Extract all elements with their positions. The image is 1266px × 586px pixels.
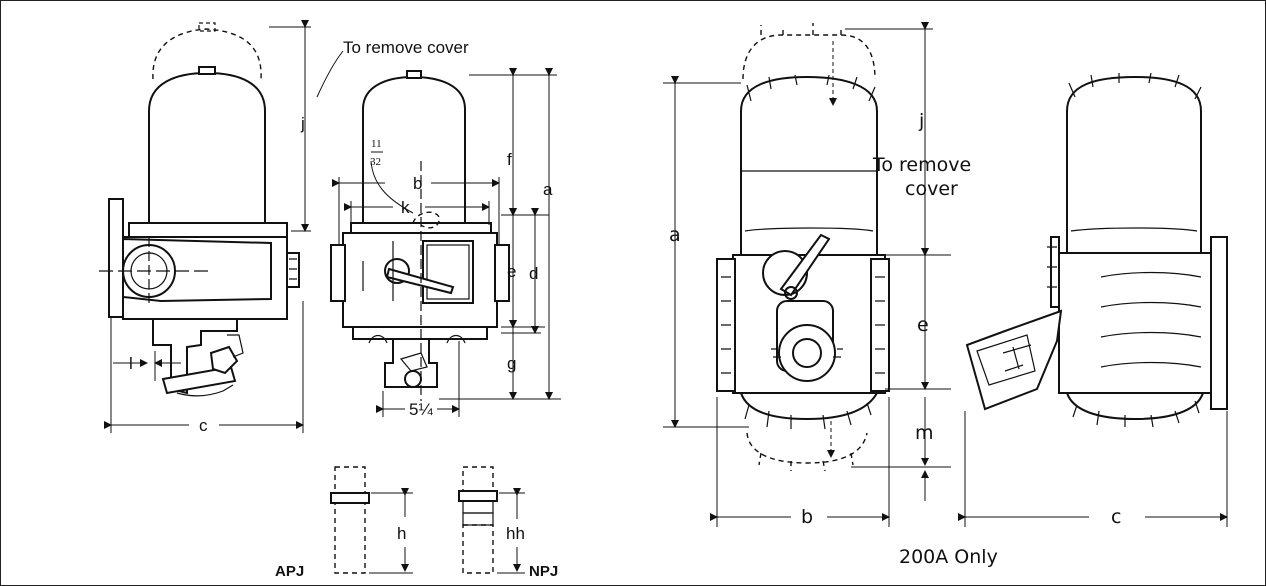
front-view bbox=[330, 68, 561, 417]
dim-width-front: 5¼ bbox=[409, 400, 433, 419]
mounting-flange bbox=[108, 198, 124, 318]
dim-m: m bbox=[915, 422, 934, 444]
side-view-200a bbox=[965, 72, 1228, 428]
dim-g: g bbox=[507, 354, 516, 373]
cover-removed-ghost-200a bbox=[742, 34, 876, 80]
plug-apj bbox=[330, 466, 413, 574]
cover-note-200a-line1: To remove bbox=[872, 154, 971, 176]
dim-b-200a: b bbox=[801, 506, 813, 528]
dim-l: l bbox=[129, 354, 133, 373]
dim-a-front: a bbox=[543, 180, 553, 199]
dim-j-200a: j bbox=[918, 110, 924, 132]
cover-dome-front bbox=[362, 75, 466, 224]
cover-removed-ghost bbox=[152, 28, 262, 80]
plug-apj-label: APJ bbox=[275, 563, 304, 580]
nozzle-socket-200a bbox=[778, 324, 836, 382]
mounting-flange-200a bbox=[1210, 236, 1228, 410]
side-view-left bbox=[99, 20, 344, 433]
dim-j-left: j bbox=[300, 114, 305, 133]
dim-c-left: c bbox=[199, 416, 208, 435]
dim-c-200a: c bbox=[1111, 506, 1121, 528]
front-view-200a bbox=[716, 23, 890, 472]
valve-handle bbox=[385, 267, 455, 295]
k-arc bbox=[412, 211, 440, 229]
nozzle-hanger bbox=[152, 318, 238, 395]
dim-d: d bbox=[529, 264, 538, 283]
cover-dome bbox=[148, 71, 266, 224]
valve-lever-200a bbox=[779, 233, 831, 297]
dim-a-200a: a bbox=[669, 224, 681, 246]
bottom-ghost-200a bbox=[746, 432, 868, 464]
fraction-numerator: 11 bbox=[371, 138, 382, 150]
dim-h: h bbox=[397, 524, 406, 543]
cover-note-200a-line2: cover bbox=[905, 178, 958, 200]
fraction-denominator: 32 bbox=[370, 156, 381, 168]
nozzle-side-200a bbox=[965, 309, 1063, 411]
dim-k: k bbox=[401, 198, 410, 217]
dim-e-front: e bbox=[507, 262, 516, 281]
plug-npj bbox=[458, 466, 525, 574]
nozzle-front bbox=[384, 338, 438, 388]
dim-b-front: b bbox=[413, 174, 422, 193]
cover-dome-side-200a bbox=[1066, 75, 1202, 254]
valve-body-side-200a bbox=[1058, 252, 1212, 394]
plug-npj-label: NPJ bbox=[529, 563, 558, 580]
dim-hh: hh bbox=[506, 524, 525, 543]
cover-dome-200a bbox=[740, 75, 878, 256]
cover-note-left: To remove cover bbox=[343, 38, 469, 57]
dim-f: f bbox=[507, 150, 512, 169]
caption-200a: 200A Only bbox=[899, 546, 998, 568]
dim-e-200a: e bbox=[917, 314, 929, 336]
